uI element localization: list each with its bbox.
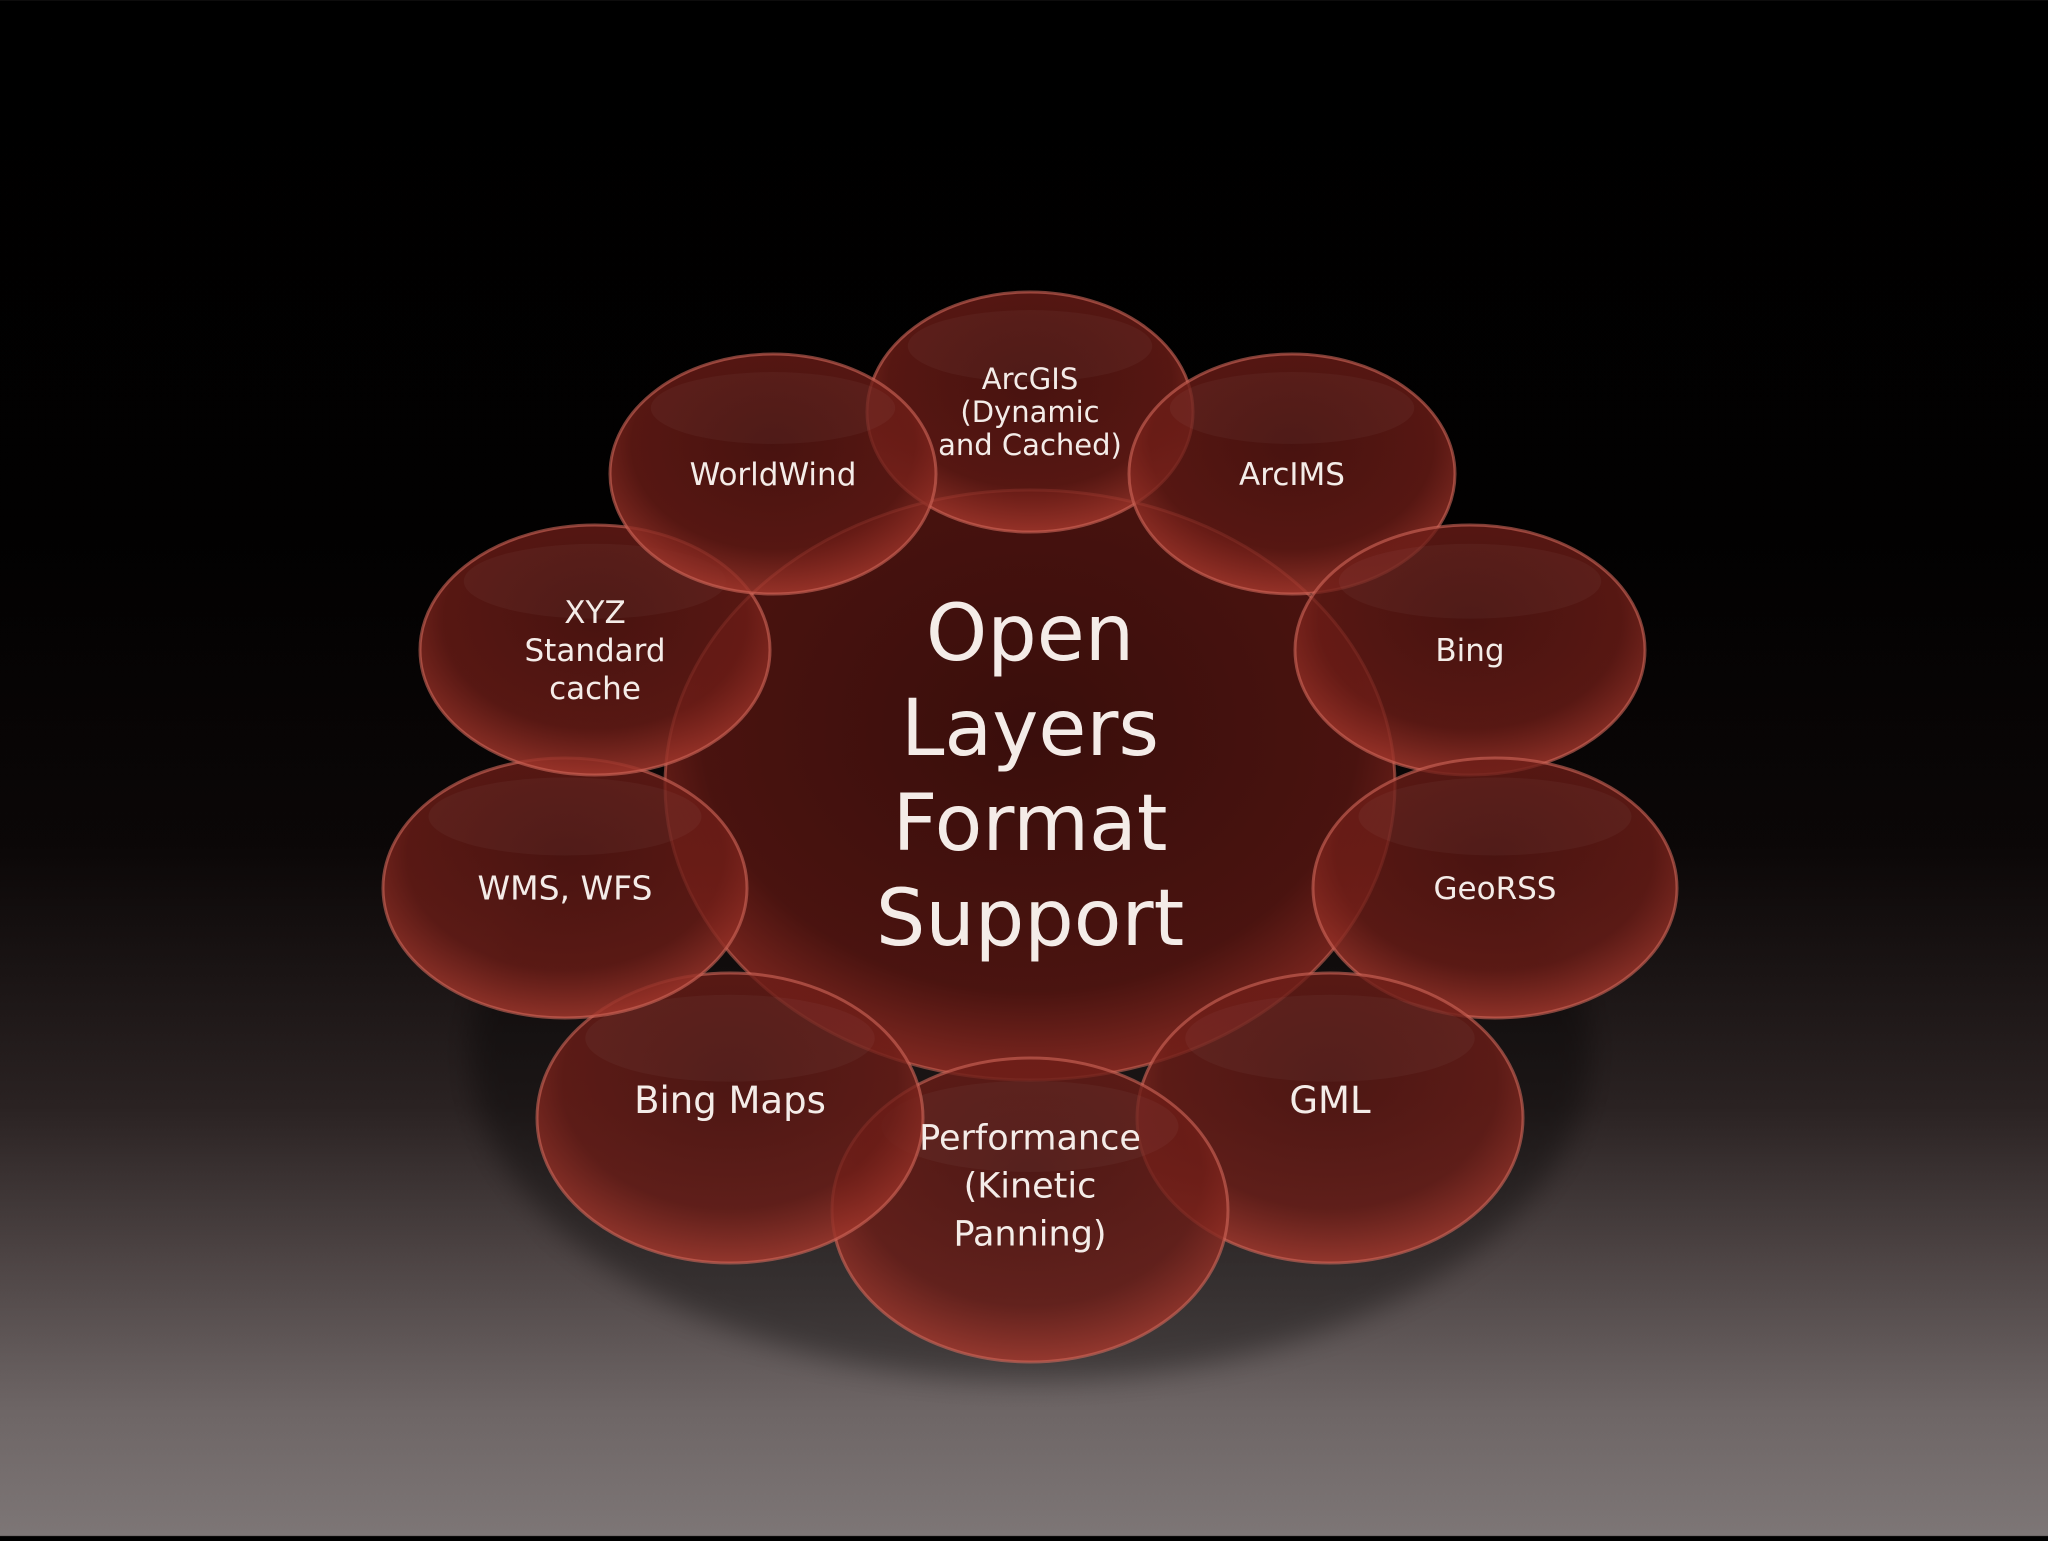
node-label-wms-wfs: WMS, WFS	[477, 869, 652, 908]
node-label-arcgis: and Cached)	[938, 428, 1122, 462]
node-highlight-wms-wfs	[429, 778, 702, 856]
node-label-xyz: Standard	[524, 633, 665, 669]
node-label-xyz: XYZ	[564, 595, 625, 631]
center-title-line: Layers	[901, 684, 1159, 774]
node-label-worldwind: WorldWind	[690, 457, 857, 493]
center-title-line: Support	[876, 874, 1184, 964]
node-circle-arcims	[1127, 352, 1457, 596]
node-circle-worldwind	[608, 352, 938, 596]
node-circle-georss	[1311, 756, 1679, 1020]
center-title-line: Format	[893, 779, 1168, 869]
node-label-performance: (Kinetic	[964, 1166, 1097, 1206]
node-label-performance: Performance	[919, 1118, 1141, 1158]
node-label-arcims: ArcIMS	[1239, 457, 1345, 493]
node-highlight-bing	[1339, 544, 1602, 619]
node-label-georss: GeoRSS	[1434, 871, 1557, 907]
node-label-performance: Panning)	[953, 1214, 1106, 1254]
node-label-arcgis: (Dynamic	[960, 395, 1099, 429]
node-label-gml: GML	[1289, 1079, 1371, 1122]
node-label-arcgis: ArcGIS	[982, 362, 1079, 396]
node-label-bing: Bing	[1435, 633, 1504, 669]
node-label-xyz: cache	[549, 671, 641, 707]
node-highlight-georss	[1359, 778, 1632, 856]
node-highlight-gml	[1185, 995, 1475, 1082]
node-label-bing-maps: Bing Maps	[634, 1079, 826, 1122]
node-highlight-worldwind	[651, 372, 896, 444]
node-circles-group	[381, 290, 1679, 1364]
node-highlight-arcims	[1170, 372, 1415, 444]
node-circle-xyz	[418, 523, 772, 777]
center-title-line: Open	[926, 589, 1134, 679]
node-circle-bing-maps	[535, 971, 925, 1265]
